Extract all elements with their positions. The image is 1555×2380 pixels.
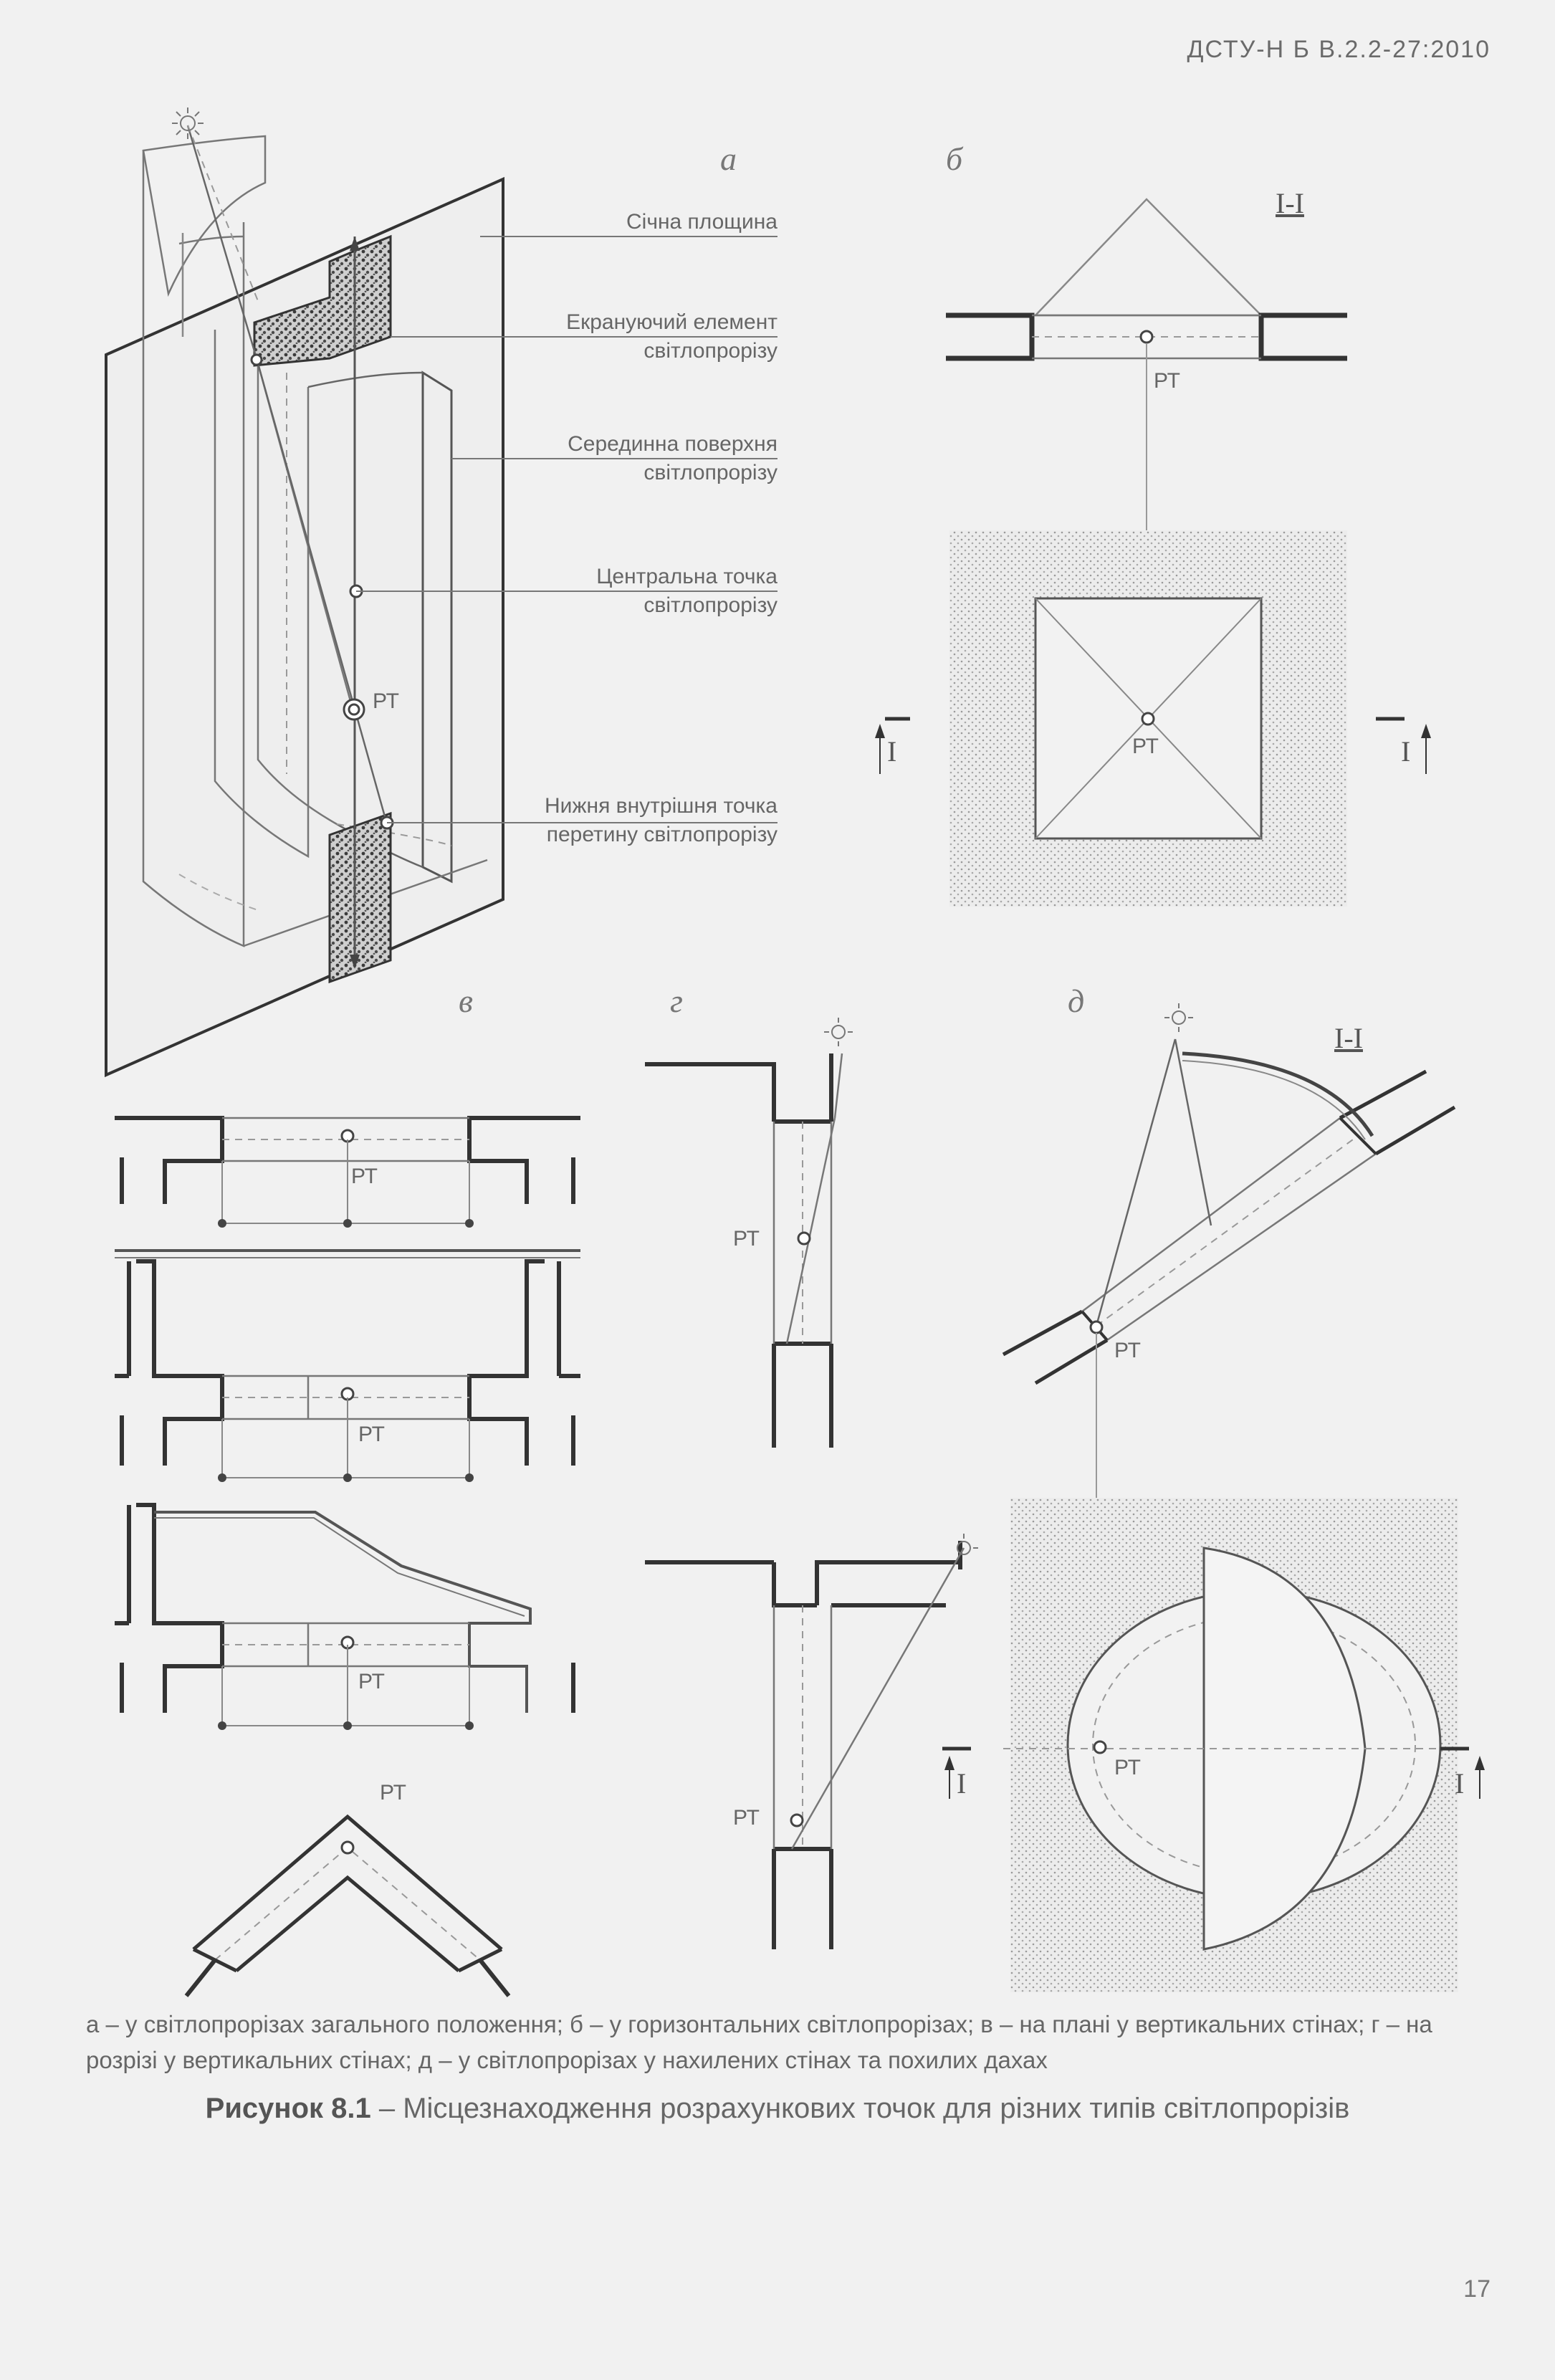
panel-letter-b: б	[946, 140, 963, 177]
panel-letter-a: а	[720, 140, 737, 177]
callout-secant-plane: Січна площина	[626, 210, 778, 234]
callout-central-point: Центральна точка світлопрорізу	[596, 565, 778, 617]
rt-label-a: РТ	[373, 689, 399, 713]
caption-text: – Місцезнаходження розрахункових точок д…	[370, 2093, 1350, 2124]
panel-letter-g: г	[670, 983, 683, 1019]
rt-label-b-section: РТ	[1154, 369, 1180, 393]
figure-legend: а – у світлопрорізах загального положенн…	[86, 2011, 1432, 2073]
panel-a-drawing	[105, 107, 778, 1078]
rt-label-v4: РТ	[380, 1781, 406, 1805]
rt-label-g2: РТ	[733, 1806, 760, 1830]
panel-letter-v: в	[459, 983, 473, 1019]
panel-g-drawing	[645, 1018, 978, 1949]
section-mark-d-right: І	[1455, 1767, 1465, 1800]
panel-v-drawing	[115, 1116, 580, 1997]
rt-label-d-section: РТ	[1114, 1339, 1141, 1362]
callout-lower-inner-point: Нижня внутрішня точка перетину світлопро…	[545, 794, 778, 846]
document-code: ДСТУ-Н Б В.2.2-27:2010	[1187, 36, 1491, 63]
section-mark-d-left: І	[957, 1767, 967, 1800]
panel-letter-d: д	[1068, 983, 1085, 1019]
rt-label-v1: РТ	[351, 1165, 378, 1188]
rt-label-v3: РТ	[358, 1670, 385, 1693]
figure-caption: Рисунок 8.1 – Місцезнаходження розрахунк…	[0, 2093, 1555, 2125]
rt-label-b-plan: РТ	[1132, 735, 1159, 758]
callout-middle-surface: Серединна поверхня світлопрорізу	[568, 432, 778, 484]
figure-drawing	[105, 107, 1485, 1997]
rt-label-d-plan: РТ	[1114, 1756, 1141, 1779]
section-label-b: І-І	[1276, 187, 1304, 219]
panel-b-drawing	[875, 198, 1431, 907]
page-number: 17	[1463, 2275, 1491, 2303]
rt-label-v2: РТ	[358, 1423, 385, 1446]
section-label-d: І-І	[1334, 1022, 1363, 1054]
section-mark-b-left: І	[887, 735, 897, 768]
panel-d-drawing	[942, 1003, 1485, 1992]
callout-shielding-element: Екрануючий елемент світлопрорізу	[566, 310, 778, 363]
rt-label-g1: РТ	[733, 1227, 760, 1251]
section-mark-b-right: І	[1401, 735, 1411, 768]
caption-label: Рисунок 8.1	[205, 2093, 371, 2124]
